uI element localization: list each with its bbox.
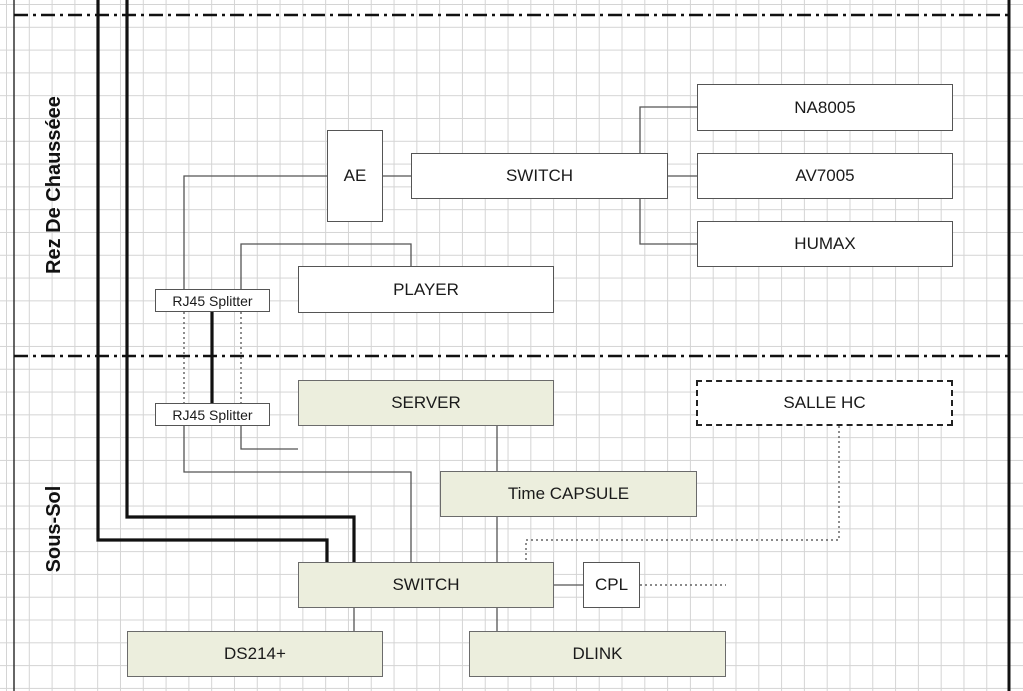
device-switch-basement: SWITCH [298,562,554,608]
device-na8005: NA8005 [697,84,953,131]
cable-outer [96,0,329,562]
device-cpl: CPL [583,562,640,608]
device-ae: AE [327,130,383,222]
device-av7005: AV7005 [697,153,953,199]
device-humax: HUMAX [697,221,953,267]
device-player: PLAYER [298,266,554,313]
link-player-rj45 [240,243,412,289]
device-ds214: DS214+ [127,631,383,677]
link-rj45-server [240,426,298,450]
cable-inner [125,0,356,562]
link-switch-humax [639,199,697,245]
link-switch-na8005 [639,106,697,153]
link-ae-rj45 [183,175,327,289]
zone-label-basement: Sous-Sol [43,485,65,573]
device-server: SERVER [298,380,554,426]
device-rj45-splitter-top: RJ45 Splitter [155,289,270,312]
device-time-capsule: Time CAPSULE [440,471,697,517]
dotted-sallehc-switch [525,426,840,562]
device-dlink: DLINK [469,631,726,677]
zone-label-ground-floor: Rez De Chausséee [43,96,65,274]
device-salle-hc: SALLE HC [696,380,953,426]
device-switch-ground: SWITCH [411,153,668,199]
link-rj45-switch [183,426,412,562]
device-rj45-splitter-bottom: RJ45 Splitter [155,403,270,426]
